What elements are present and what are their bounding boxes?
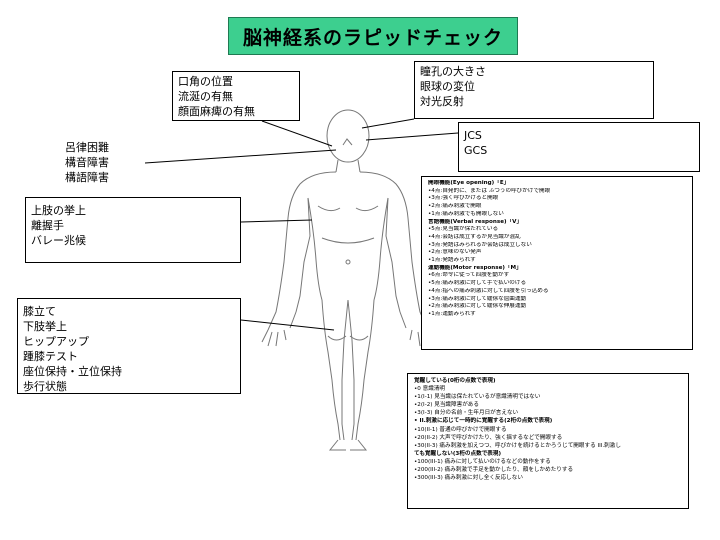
face-item: 流涎の有無 — [178, 90, 233, 103]
gcs-line: •2点:意味のない発声 — [428, 249, 482, 256]
pointer-jcs — [365, 132, 459, 141]
lower-limb-item: 踵膝テスト — [23, 350, 78, 363]
face-item: 顔面麻痺の有無 — [178, 105, 255, 118]
jcs-line: ても覚醒しない(3桁の点数で表現) — [414, 450, 502, 457]
jcs-line: •0 意識清明 — [414, 386, 446, 393]
page-title: 脳神経系のラピッドチェック — [228, 17, 518, 55]
gcs-line: •4点:指への痛み刺激に対して四肢を引っ込める — [428, 287, 549, 294]
jcs-line: •300(III-3) 痛み刺激に対し全く反応しない — [414, 475, 523, 482]
pointer-eyes — [361, 118, 415, 129]
upper-limb-box: 上肢の挙上 離握手 バレー兆候 — [25, 197, 241, 263]
torso-left — [307, 197, 323, 301]
eye-check-box: 瞳孔の大きさ 眼球の変位 対光反射 — [414, 61, 654, 119]
left-leg-outer — [321, 299, 341, 441]
lower-limb-box: 膝立て 下肢挙上 ヒップアップ 踵膝テスト 座位保持・立位保持 歩行状態 — [17, 298, 241, 394]
consciousness-item: JCS — [464, 129, 482, 142]
gcs-line: •1点:発語みられず — [428, 257, 476, 264]
lower-limb-item: 膝立て — [23, 305, 56, 318]
knees — [327, 335, 369, 341]
right-leg-outer — [355, 299, 375, 441]
navel — [345, 259, 351, 265]
pointer-upper-limb — [240, 219, 313, 223]
feet — [328, 439, 368, 451]
consciousness-item: GCS — [464, 144, 488, 157]
eye-item: 対光反射 — [420, 95, 464, 108]
speech-item: 呂律困難 — [65, 141, 109, 154]
pointer-lines — [144, 118, 459, 331]
jcs-scale-box: 覚醒している(0桁の点数で表現) •0 意識清明•1(I-1) 見当識は保たれてい… — [407, 373, 689, 509]
torso-right — [373, 197, 389, 301]
gcs-line: •3点:痛み刺激に対して緩徐な屈曲運動 — [428, 295, 527, 302]
gcs-line: •3点:強く呼びかけると開眼 — [428, 195, 499, 202]
eye-item: 眼球の変位 — [420, 80, 475, 93]
gcs-line: 運動機能(Motor response)「M」 — [428, 264, 522, 271]
gcs-line: 開眼機能(Eye opening)「E」 — [428, 180, 510, 186]
gcs-line: •2点:痛み刺激で開眼 — [428, 203, 482, 210]
lower-limb-item: 座位保持・立位保持 — [23, 365, 122, 378]
jcs-line: •10(II-1) 普通の呼びかけで開眼する — [414, 426, 507, 433]
left-arm-outer — [267, 171, 337, 331]
pointer-speech — [144, 149, 337, 164]
eye-item: 瞳孔の大きさ — [420, 65, 486, 78]
pointer-lower-limb — [240, 319, 335, 331]
gcs-line: •4点:会話は成立するが見当識が混乱 — [428, 233, 521, 240]
jcs-line: •3(I-3) 自分の名前・生年月日が言えない — [414, 410, 519, 417]
right-arm-outer — [359, 171, 429, 331]
gcs-line: •3点:発語はみられるが会話は成立しない — [428, 241, 532, 248]
gcs-line: •6点:命令に従って四肢を動かす — [428, 272, 510, 279]
lower-limb-item: ヒップアップ — [23, 335, 89, 348]
jcs-line: •30(II-3) 痛み刺激を加えつつ、呼びかけを続けるとかろうじて開眼する I… — [414, 442, 621, 449]
face-check-box: 口角の位置 流涎の有無 顔面麻痺の有無 — [172, 71, 300, 121]
gcs-line: •5点:見当識が保たれている — [428, 226, 499, 233]
nose — [342, 138, 353, 146]
upper-limb-item: バレー兆候 — [31, 234, 86, 247]
lower-limb-item: 歩行状態 — [23, 380, 67, 393]
left-hand — [261, 311, 297, 347]
gcs-line: •2点:痛み刺激に対して緩徐な伸展運動 — [428, 303, 527, 310]
upper-limb-item: 離握手 — [31, 219, 64, 232]
jcs-line: •2(I-2) 見当識障害がある — [414, 402, 479, 409]
speech-item: 構語障害 — [65, 171, 109, 184]
face-item: 口角の位置 — [178, 75, 233, 88]
inner-legs — [341, 299, 355, 441]
human-outline — [261, 109, 435, 451]
right-arm-inner — [385, 197, 401, 313]
left-arm-inner — [295, 197, 311, 313]
jcs-line: •100(III-1) 痛みに対して払いのけるなどの動作をする — [414, 458, 551, 465]
jcs-line: • II.刺激に応じて一時的に覚醒する(2桁の点数で表現) — [414, 418, 553, 425]
upper-limb-item: 上肢の挙上 — [31, 204, 86, 217]
jcs-line: •200(III-2) 痛み刺激で手足を動かしたり、顔をしかめたりする — [414, 467, 574, 474]
gcs-line: •4点:自発的に、または ふつうの呼びかけで開眼 — [428, 187, 551, 194]
chest-line — [317, 205, 379, 212]
jcs-line: •1(I-1) 見当識は保たれているが意識清明ではない — [414, 394, 541, 401]
head — [326, 109, 370, 163]
consciousness-box: JCS GCS — [458, 122, 700, 172]
gcs-line: •1点:運動みられず — [428, 310, 476, 317]
ribs — [321, 237, 375, 244]
jcs-line: •20(II-2) 大声で呼びかけたり、強く揺するなどで開眼する — [414, 434, 563, 441]
lower-limb-item: 下肢挙上 — [23, 320, 67, 333]
neck — [335, 159, 361, 173]
gcs-line: •5点:痛み刺激に対して手で払いのける — [428, 280, 527, 287]
jcs-line: 覚醒している(0桁の点数で表現) — [414, 378, 496, 384]
speech-check-box: 呂律困難 構音障害 構語障害 — [60, 137, 145, 188]
gcs-line: 言語機能(Verbal response)「V」 — [428, 218, 523, 225]
pointer-face — [261, 120, 333, 147]
gcs-scale-box: 開眼機能(Eye opening)「E」•4点:自発的に、または ふつうの呼びか… — [421, 176, 693, 350]
gcs-line: •1点:痛み刺激でも開眼しない — [428, 210, 504, 217]
speech-item: 構音障害 — [65, 156, 109, 169]
